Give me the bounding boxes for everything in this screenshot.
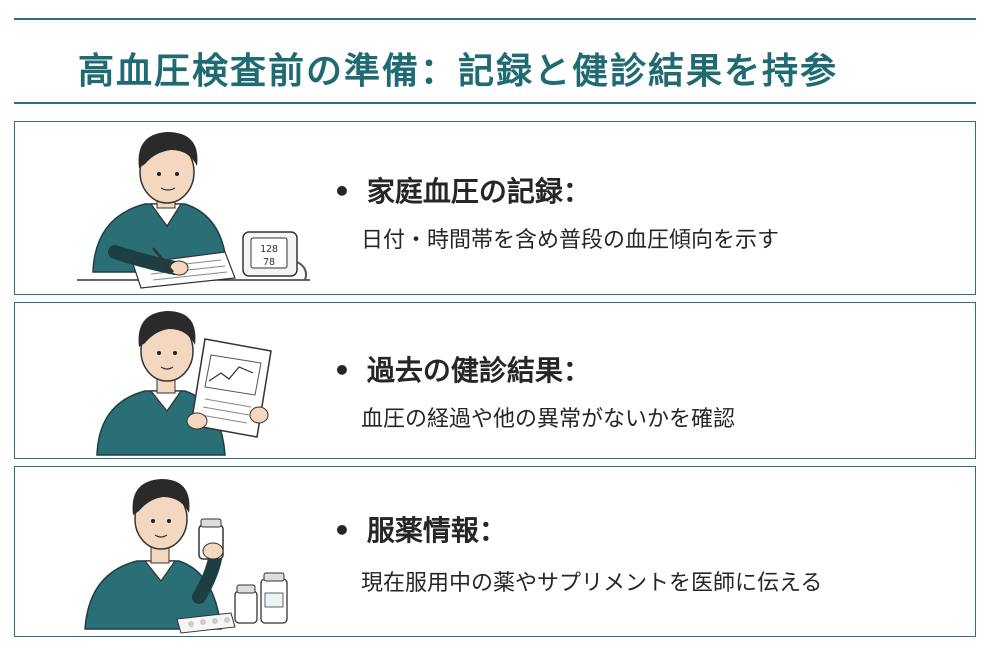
man-writing-illustration: 128 78 (77, 132, 310, 289)
title-bar: 高血圧検査前の準備：記録と健診結果を持参 (14, 18, 976, 104)
card-past-checkup: •過去の健診結果： 血圧の経過や他の異常がないかを確認 (14, 302, 976, 459)
page-title: 高血圧検査前の準備：記録と健診結果を持参 (78, 51, 839, 92)
card-heading: •過去の健診結果： (333, 354, 591, 387)
monitor-diastolic: 78 (263, 257, 275, 268)
card-description: 日付・時間帯を含め普段の血圧傾向を示す (361, 228, 780, 253)
card-medication-info: •服薬情報： 現在服用中の薬やサプリメントを医師に伝える (14, 466, 976, 637)
man-reading-illustration (96, 311, 272, 456)
card-description: 現在服用中の薬やサプリメントを医師に伝える (361, 571, 823, 596)
card-description: 血圧の経過や他の異常がないかを確認 (361, 407, 736, 432)
card-heading: •家庭血圧の記録： (333, 175, 591, 208)
card-home-bp-record: 128 78 •家庭血圧の記録： 日付・時間帯を含め普段の血圧傾向を示す (14, 121, 976, 295)
man-medicine-illustration (84, 479, 288, 634)
card-heading: •服薬情報： (333, 514, 507, 547)
monitor-systolic: 128 (260, 244, 278, 255)
